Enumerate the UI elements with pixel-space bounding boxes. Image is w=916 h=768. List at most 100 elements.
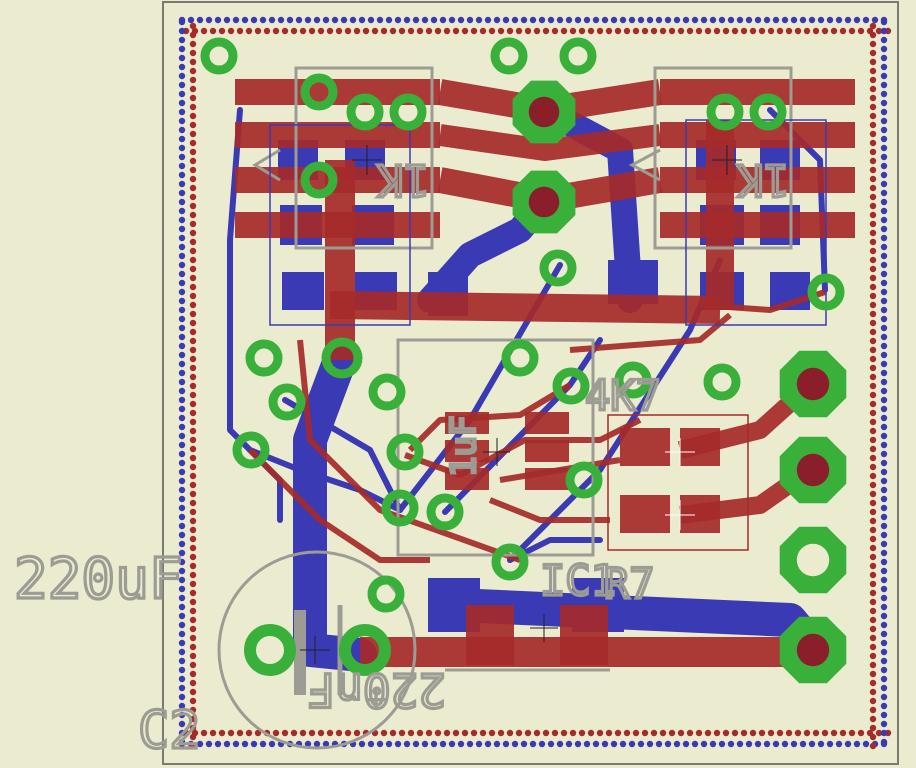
border-dot: [875, 27, 883, 35]
border-dot: [189, 418, 197, 426]
ic-outline-left: [294, 66, 434, 250]
border-dot: [524, 729, 532, 737]
border-dot: [880, 549, 888, 557]
border-dot: [189, 616, 197, 624]
border-dot: [637, 740, 645, 748]
border-dot: [869, 148, 877, 156]
border-dot: [461, 27, 469, 35]
border-dot: [533, 729, 541, 737]
resistor-name-label: R7: [604, 559, 655, 608]
border-dot: [189, 337, 197, 345]
border-dot: [869, 256, 877, 264]
via: [367, 575, 405, 613]
border-dot: [189, 130, 197, 138]
border-dot: [189, 94, 197, 102]
border-dot: [880, 477, 888, 485]
border-dot: [869, 715, 877, 723]
via: [381, 489, 419, 527]
border-dot: [817, 16, 825, 24]
border-dot: [677, 729, 685, 737]
border-dot: [853, 16, 861, 24]
border-dot: [272, 27, 280, 35]
border-dot: [241, 740, 249, 748]
border-dot: [178, 81, 186, 89]
border-dot: [880, 108, 888, 116]
via: [501, 339, 539, 377]
border-dot: [232, 740, 240, 748]
border-dot: [353, 27, 361, 35]
border-dot: [869, 652, 877, 660]
border-dot: [869, 688, 877, 696]
border-dot: [178, 441, 186, 449]
border-dot: [178, 234, 186, 242]
border-dot: [313, 740, 321, 748]
border-dot: [556, 740, 564, 748]
border-dot: [880, 72, 888, 80]
border-dot: [869, 76, 877, 84]
border-dot: [299, 729, 307, 737]
border-dot: [484, 740, 492, 748]
border-dot: [511, 16, 519, 24]
border-dot: [403, 16, 411, 24]
border-dot: [189, 553, 197, 561]
ic-name-label: IC1: [540, 556, 616, 605]
border-dot: [178, 288, 186, 296]
border-dot: [189, 157, 197, 165]
border-dot: [344, 729, 352, 737]
border-dot: [178, 648, 186, 656]
border-dot: [758, 27, 766, 35]
border-dot: [869, 418, 877, 426]
border-dot: [189, 580, 197, 588]
border-dot: [695, 27, 703, 35]
border-dot: [880, 612, 888, 620]
border-dot: [344, 27, 352, 35]
border-dot: [880, 666, 888, 674]
border-dot: [682, 16, 690, 24]
border-dot: [376, 16, 384, 24]
border-dot: [682, 740, 690, 748]
border-dot: [668, 729, 676, 737]
resistor-value-label: 4K7: [585, 371, 661, 420]
via: [706, 93, 744, 131]
border-dot: [189, 679, 197, 687]
border-dot: [189, 22, 197, 30]
border-dot: [880, 378, 888, 386]
border-dot: [394, 16, 402, 24]
border-dot: [281, 729, 289, 737]
top-pad: [525, 468, 569, 490]
border-dot: [497, 729, 505, 737]
border-dot: [869, 211, 877, 219]
top-left-part-label: 1K: [377, 154, 430, 205]
border-dot: [326, 729, 334, 737]
border-dot: [178, 387, 186, 395]
border-dot: [713, 729, 721, 737]
border-dot: [189, 85, 197, 93]
border-dot: [178, 252, 186, 260]
border-dot: [178, 405, 186, 413]
border-dot: [869, 724, 877, 732]
border-dot: [869, 283, 877, 291]
border-dot: [259, 740, 267, 748]
border-dot: [623, 27, 631, 35]
border-dot: [205, 740, 213, 748]
border-dot: [727, 740, 735, 748]
border-dot: [880, 306, 888, 314]
border-dot: [812, 27, 820, 35]
border-dot: [583, 16, 591, 24]
border-dot: [263, 27, 271, 35]
border-dot: [772, 740, 780, 748]
border-dot: [664, 740, 672, 748]
border-dot: [268, 740, 276, 748]
border-dot: [331, 16, 339, 24]
border-dot: [511, 740, 519, 748]
border-dot: [869, 112, 877, 120]
via: [346, 93, 384, 131]
border-dot: [178, 18, 186, 26]
border-dot: [178, 450, 186, 458]
border-dot: [869, 193, 877, 201]
border-dot: [869, 643, 877, 651]
border-dot: [556, 16, 564, 24]
border-dot: [412, 16, 420, 24]
border-dot: [880, 720, 888, 728]
border-dot: [178, 621, 186, 629]
